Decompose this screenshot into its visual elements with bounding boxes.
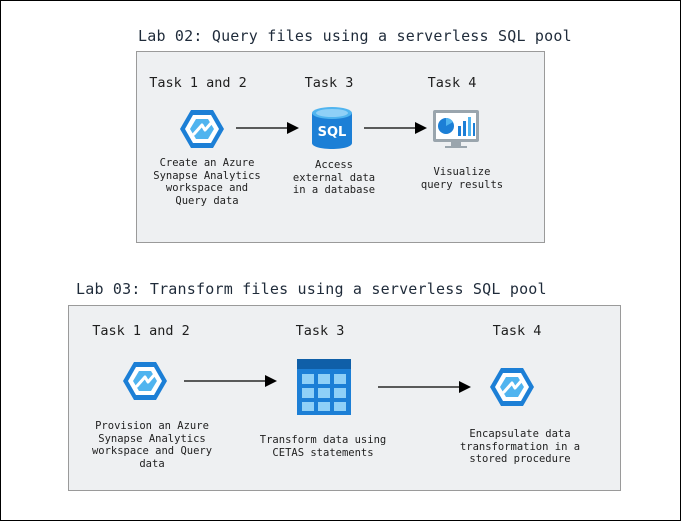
lab02-title: Lab 02: Query files using a serverless S… [138,27,572,45]
lab03-task3-desc: Transform data using CETAS statements [259,434,387,459]
lab02-task3-desc: Access external data in a database [292,159,376,196]
lab03-task4-label: Task 4 [492,323,542,339]
lab02-arrow-1 [236,122,299,134]
lab02-task4-desc: Visualize query results [420,166,504,191]
table-grid-icon [297,359,351,415]
lab02-task4-label: Task 4 [427,75,477,91]
dashboard-icon [433,110,479,148]
lab03-title: Lab 03: Transform files using a serverle… [76,280,547,298]
synapse-icon [180,110,224,148]
lab03-task1-desc: Provision an Azure Synapse Analytics wor… [91,420,213,470]
lab03-panel [68,305,621,491]
sql-icon-text: SQL [318,125,347,140]
synapse-icon [490,368,534,406]
lab03-task4-desc: Encapsulate data transformation in a sto… [459,428,581,465]
sql-database-icon: SQL [312,107,352,149]
lab02-arrow-2 [364,122,427,134]
lab03-arrow-2 [378,381,471,393]
lab02-task1-label: Task 1 and 2 [149,75,247,91]
lab02-task3-label: Task 3 [304,75,354,91]
lab03-task3-label: Task 3 [295,323,345,339]
synapse-icon [123,362,167,400]
lab03-task1-label: Task 1 and 2 [92,323,190,339]
lab02-task1-desc: Create an Azure Synapse Analytics worksp… [153,157,261,207]
lab03-arrow-1 [184,375,277,387]
